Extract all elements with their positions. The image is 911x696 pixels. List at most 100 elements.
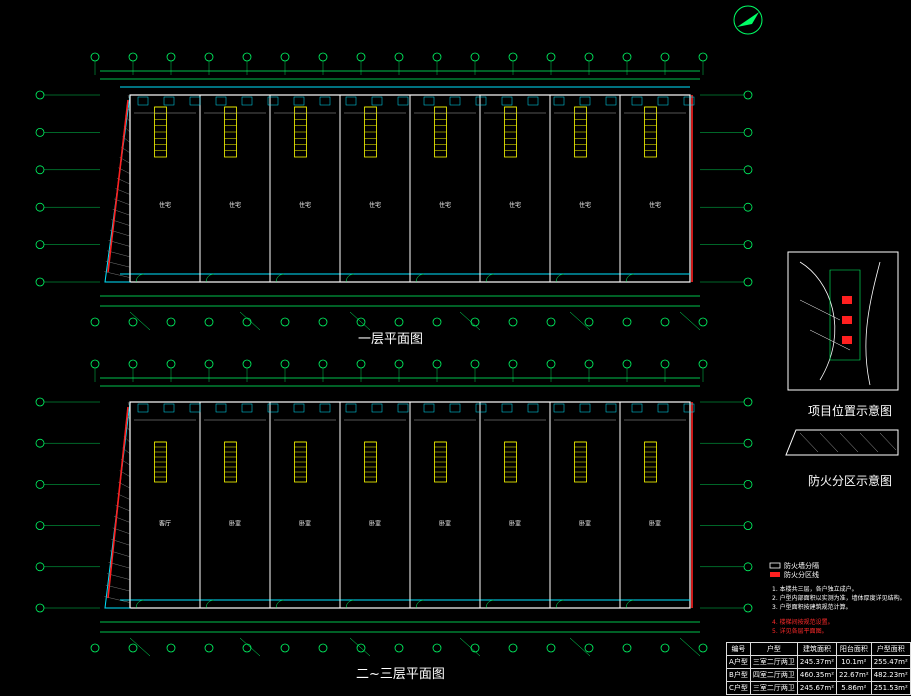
fire-wall-line	[107, 406, 129, 599]
ground-floor-plan: 住宅住宅住宅住宅住宅住宅住宅住宅	[35, 52, 753, 331]
window-mark	[293, 96, 305, 106]
axis-bubble	[698, 359, 708, 369]
door-swing	[345, 273, 355, 283]
axis-bubble	[35, 240, 45, 250]
door-swing	[205, 273, 215, 283]
table-cell: A户型	[726, 655, 751, 669]
window-mark	[397, 403, 409, 413]
note-line: 5. 详见各层平面图。	[772, 628, 828, 635]
axis-bubble	[743, 479, 753, 489]
window-mark	[449, 403, 461, 413]
axis-bubble	[394, 52, 404, 62]
axis-bubble	[356, 317, 366, 327]
axis-bubble	[432, 643, 442, 653]
table-cell: 5.86m²	[836, 681, 872, 695]
axis-bubble	[470, 359, 480, 369]
axis-bubble	[280, 359, 290, 369]
leader-line	[239, 311, 261, 331]
room-label: 住宅	[509, 201, 521, 209]
axis-bubble	[698, 643, 708, 653]
axis-bubble	[242, 52, 252, 62]
site-location-title: 项目位置示意图	[808, 404, 893, 418]
table-cell: 三室二厅两卫	[749, 655, 798, 669]
window-mark	[319, 96, 331, 106]
axis-bubble	[584, 317, 594, 327]
leader-line	[569, 311, 591, 331]
table-header: 阳台面积	[836, 642, 872, 656]
axis-bubble	[35, 397, 45, 407]
room-label: 住宅	[159, 201, 171, 209]
door-swing	[485, 599, 495, 609]
room-label: 住宅	[579, 201, 591, 209]
leader-line	[459, 311, 481, 331]
axis-bubble	[128, 643, 138, 653]
axis-bubble	[584, 359, 594, 369]
window-mark	[163, 403, 175, 413]
axis-bubble	[35, 603, 45, 613]
axis-bubble	[128, 52, 138, 62]
door-swing	[415, 273, 425, 283]
room-label: 卧室	[229, 520, 241, 528]
table-cell: 245.67m²	[796, 681, 838, 695]
axis-bubble	[35, 479, 45, 489]
window-mark	[267, 96, 279, 106]
window-mark	[241, 403, 253, 413]
axis-bubble	[546, 52, 556, 62]
fire-wall-line	[107, 99, 129, 273]
upper-floor-plan: 客厅卧室卧室卧室卧室卧室卧室卧室	[35, 359, 753, 657]
north-arrow-icon	[733, 5, 763, 35]
window-mark	[345, 96, 357, 106]
axis-bubble	[35, 202, 45, 212]
axis-bubble	[204, 359, 214, 369]
axis-bubble	[660, 52, 670, 62]
axis-bubble	[90, 643, 100, 653]
axis-bubble	[546, 317, 556, 327]
room-label: 卧室	[579, 520, 591, 528]
window-mark	[683, 403, 695, 413]
axis-bubble	[242, 317, 252, 327]
room-label: 卧室	[439, 520, 451, 528]
door-swing	[205, 599, 215, 609]
window-mark	[189, 403, 201, 413]
window-mark	[241, 96, 253, 106]
axis-bubble	[743, 438, 753, 448]
axis-bubble	[743, 240, 753, 250]
legend-item-fire-zone: 防火分区线	[784, 571, 819, 579]
axis-bubble	[35, 127, 45, 137]
window-mark	[605, 96, 617, 106]
axis-bubble	[318, 52, 328, 62]
leader-line	[569, 637, 591, 657]
leader-line	[349, 311, 371, 331]
room-label: 客厅	[159, 520, 171, 528]
axis-bubble	[280, 317, 290, 327]
window-mark	[527, 96, 539, 106]
window-mark	[345, 403, 357, 413]
axis-bubble	[356, 52, 366, 62]
room-label: 卧室	[649, 520, 661, 528]
door-swing	[275, 273, 285, 283]
window-mark	[137, 403, 149, 413]
axis-bubble	[743, 562, 753, 572]
axis-bubble	[35, 562, 45, 572]
window-mark	[293, 403, 305, 413]
table-header: 户型面积	[870, 642, 911, 656]
table-row: A户型 三室二厅两卫 245.37m² 10.1m² 255.47m²	[726, 655, 911, 669]
hatch-line	[104, 271, 131, 278]
room-label: 住宅	[229, 201, 241, 209]
axis-bubble	[432, 317, 442, 327]
table-row: C户型 三室二厅两卫 245.67m² 5.86m² 251.53m²	[726, 681, 911, 695]
door-swing	[625, 273, 635, 283]
axis-bubble	[470, 643, 480, 653]
window-mark	[579, 403, 591, 413]
room-label: 卧室	[369, 520, 381, 528]
table-cell: 三室二厅两卫	[749, 681, 798, 695]
axis-bubble	[90, 317, 100, 327]
axis-bubble	[470, 52, 480, 62]
window-mark	[423, 403, 435, 413]
axis-bubble	[660, 643, 670, 653]
window-mark	[215, 403, 227, 413]
leader-line	[679, 637, 701, 657]
axis-bubble	[432, 52, 442, 62]
ground-floor-plan-title: 一层平面图	[358, 332, 424, 347]
